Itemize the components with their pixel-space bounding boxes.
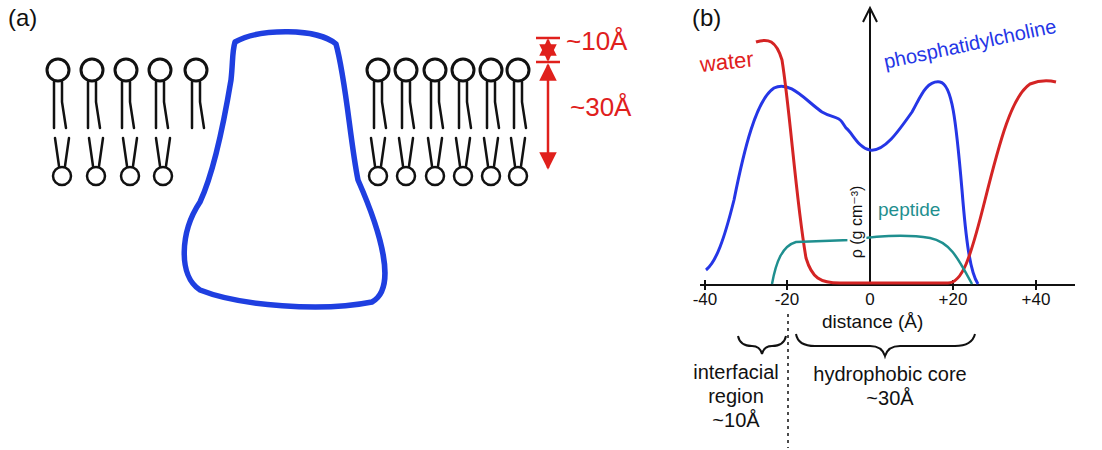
- tick-label: +20: [939, 290, 968, 310]
- phosphatidylcholine-curve: [706, 82, 978, 284]
- region-label: interfacial region ~10Å: [688, 360, 784, 432]
- axis-label: ρ (g cm⁻³): [847, 183, 866, 262]
- region-label: hydrophobic core ~30Å: [800, 362, 980, 410]
- peptide-curve: [772, 236, 972, 284]
- axis-label: distance (Å): [822, 311, 923, 334]
- divider-line: [787, 314, 789, 448]
- water-curve: [756, 40, 1056, 283]
- lipid: [482, 138, 500, 185]
- lipid: [397, 138, 415, 185]
- tick-label: -40: [693, 290, 718, 310]
- lipid: [369, 138, 387, 185]
- axes: [700, 8, 1075, 290]
- lipid: [87, 138, 105, 185]
- curve-label: phosphatidylcholine: [882, 14, 1059, 74]
- lipid: [395, 59, 417, 128]
- dimension-arrow: [547, 40, 550, 60]
- tick-label: -20: [775, 290, 800, 310]
- lipid: [115, 59, 137, 128]
- lipid: [424, 59, 446, 128]
- lipid: [507, 59, 529, 128]
- axis-arrowhead: [863, 8, 877, 22]
- lipid: [185, 59, 207, 128]
- dimension-arrow: [547, 65, 550, 168]
- brace: [738, 336, 786, 354]
- lipid: [480, 59, 502, 128]
- curve-label: water: [699, 46, 755, 78]
- lipid: [81, 59, 103, 128]
- lipid: [121, 138, 139, 185]
- tick-label: +40: [1022, 290, 1051, 310]
- panel-label: (b): [692, 4, 721, 33]
- brace: [796, 334, 975, 356]
- dimension: ~30Å: [570, 92, 631, 123]
- lipid: [367, 59, 389, 128]
- lipid: [454, 138, 472, 185]
- dimension-tick: [536, 38, 560, 62]
- panel-label: (a): [8, 4, 37, 33]
- y-axis: [869, 10, 871, 285]
- lipid: [47, 59, 69, 128]
- lipid: [53, 138, 71, 185]
- lipid: [149, 59, 171, 128]
- lipid: [452, 59, 474, 128]
- dimension-arrows: [536, 38, 560, 168]
- curve-label: peptide: [878, 199, 940, 222]
- peptide-outline: [184, 32, 385, 307]
- lipid: [154, 138, 172, 185]
- tick-label: 0: [865, 290, 874, 310]
- lipid: [509, 138, 527, 185]
- lipid: [426, 138, 444, 185]
- dimension: ~10Å: [566, 26, 627, 57]
- lipid-bilayer: [47, 59, 529, 185]
